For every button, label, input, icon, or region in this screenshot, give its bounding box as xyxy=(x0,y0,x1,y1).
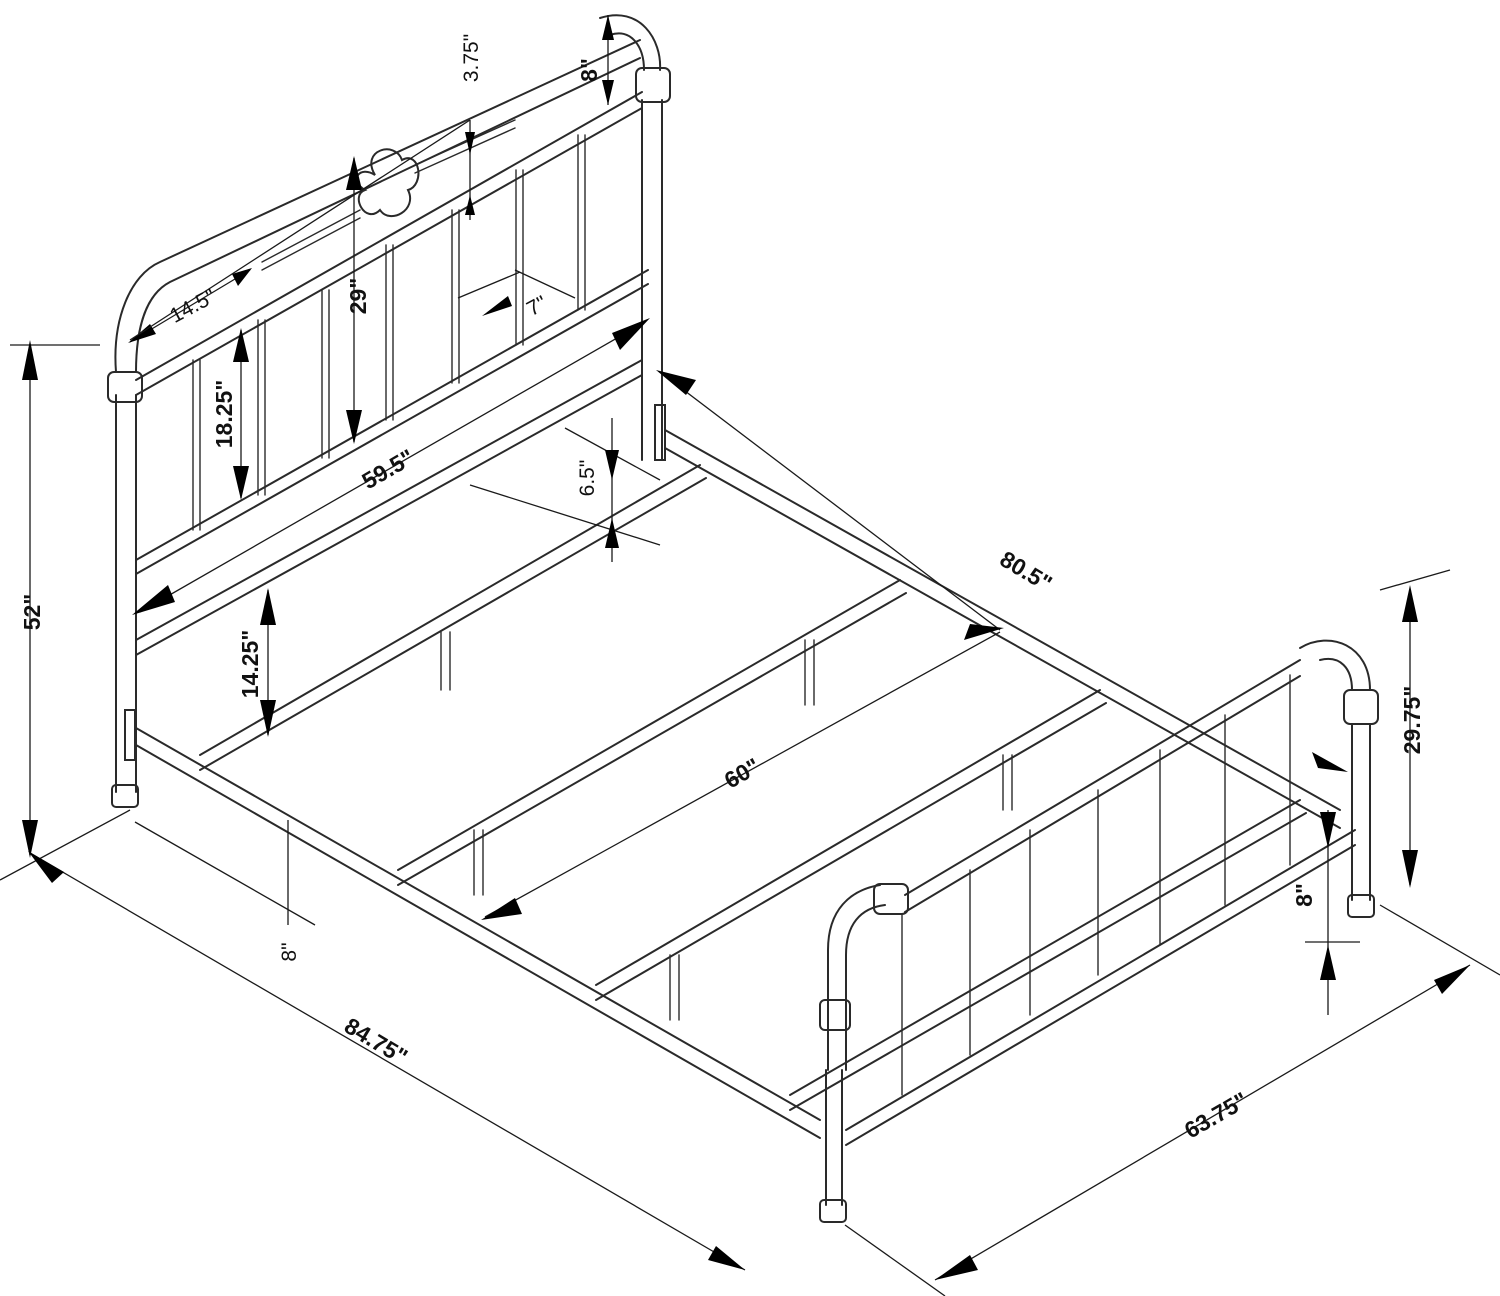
slats xyxy=(199,464,1307,1111)
arrow-left-icon xyxy=(132,585,175,615)
right-leg-height-label: 8" xyxy=(1291,883,1317,907)
arrow-right-icon xyxy=(964,624,1004,640)
arrow-up-icon xyxy=(346,156,362,190)
arrow-down-icon xyxy=(602,80,614,105)
arrow-down-icon xyxy=(1402,850,1418,888)
arrow-up-icon xyxy=(22,340,38,380)
arrow-up-icon xyxy=(605,518,619,548)
arrow-down-icon xyxy=(346,410,362,444)
dimension-lines xyxy=(0,15,1500,1296)
overall-length-label: 84.75" xyxy=(340,1012,412,1070)
side-rail-length-label: 80.5" xyxy=(996,546,1057,597)
arrow-right-icon xyxy=(232,268,252,286)
slat-length-label: 60" xyxy=(720,753,765,794)
arrow-up-icon xyxy=(233,328,249,362)
arrow-down-icon xyxy=(465,132,475,155)
arrow-left-icon xyxy=(935,1255,978,1280)
arrow-down-icon xyxy=(233,466,249,500)
arrow-left-icon xyxy=(656,370,696,395)
arrow-down-icon xyxy=(605,450,619,480)
headboard-width-label: 59.5" xyxy=(357,444,418,494)
arrow-down-icon xyxy=(260,700,276,737)
arrow-down-icon xyxy=(708,1246,745,1270)
arrow-right-icon xyxy=(1312,752,1348,772)
arrow-up-icon xyxy=(602,15,614,40)
footboard-height-label: 29.75" xyxy=(1399,686,1425,754)
arrow-up-icon xyxy=(260,588,276,625)
lower-panel-label: 18.25" xyxy=(211,380,237,448)
side-rails xyxy=(135,429,1341,1139)
arrow-up-icon xyxy=(1320,945,1336,980)
headboard xyxy=(107,14,671,808)
top-curve-height-label: 3.75" xyxy=(460,34,483,82)
arrow-left-icon xyxy=(482,296,512,316)
clearance-label: 14.25" xyxy=(237,630,263,698)
arrow-up-icon xyxy=(1402,585,1418,622)
medallion-gap-label: 29" xyxy=(345,278,371,315)
left-leg-height-label: 8" xyxy=(278,942,301,961)
finial-height-label: 8" xyxy=(576,58,602,82)
arrow-right-icon xyxy=(612,318,650,350)
overall-width-label: 63.75" xyxy=(1180,1087,1252,1144)
arrow-up-icon xyxy=(28,851,64,883)
bar-spacing-label: 7" xyxy=(523,292,551,321)
bed-frame xyxy=(107,14,1379,1223)
arrow-left-icon xyxy=(481,898,522,920)
arrow-right-icon xyxy=(1434,965,1470,994)
panel-spacing-label: 14.5" xyxy=(166,285,219,328)
arrow-down-icon xyxy=(1320,812,1336,848)
arrow-down-icon xyxy=(22,820,38,858)
arrow-left-icon xyxy=(128,324,156,343)
arrow-up-icon xyxy=(465,195,475,215)
rail-height-label: 6.5" xyxy=(576,460,599,497)
footboard xyxy=(819,639,1379,1223)
overall-height-label: 52" xyxy=(19,594,45,631)
